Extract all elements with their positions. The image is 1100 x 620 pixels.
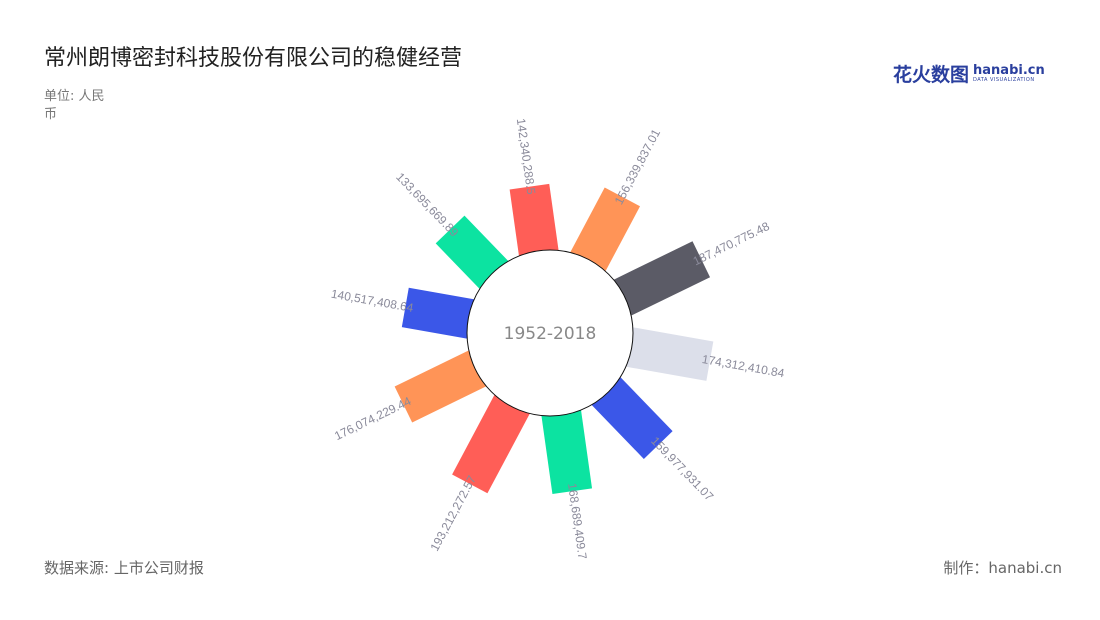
bar	[394, 349, 489, 423]
data-label: 156,339,837.01	[612, 126, 664, 207]
logo-en: hanabi.cn	[973, 62, 1045, 78]
data-source: 数据来源: 上市公司财报	[44, 559, 204, 577]
logo-sub: DATA VISUALIZATION	[973, 76, 1035, 83]
data-label: 187,470,775.48	[691, 219, 772, 268]
chart-title: 常州朗博密封科技股份有限公司的稳健经营	[44, 46, 463, 71]
data-label: 174,312,410.84	[701, 352, 786, 380]
data-label: 176,074,229.44	[332, 394, 413, 443]
unit-label: 单位: 人民币	[44, 89, 105, 122]
data-label: 133,695,669.89	[393, 170, 461, 240]
bar	[611, 241, 711, 317]
bar	[401, 287, 477, 340]
data-label: 193,212,272.57	[427, 473, 479, 554]
data-label: 168,689,409.7	[565, 482, 590, 560]
center-circle	[466, 249, 634, 417]
logo-cn: 花火数图	[893, 64, 970, 86]
data-label: 140,517,408.64	[330, 287, 415, 315]
bar	[435, 215, 511, 291]
bar	[589, 375, 673, 459]
credit: 制作：hanabi.cn	[943, 559, 1062, 577]
bar	[568, 187, 641, 274]
data-label: 159,977,931.07	[648, 434, 716, 504]
bar	[452, 392, 532, 494]
center-label: 1952-2018	[504, 324, 597, 344]
bar	[623, 326, 714, 381]
bar	[509, 183, 559, 259]
data-label: 142,340,288.5	[514, 118, 539, 196]
bar	[541, 407, 593, 494]
